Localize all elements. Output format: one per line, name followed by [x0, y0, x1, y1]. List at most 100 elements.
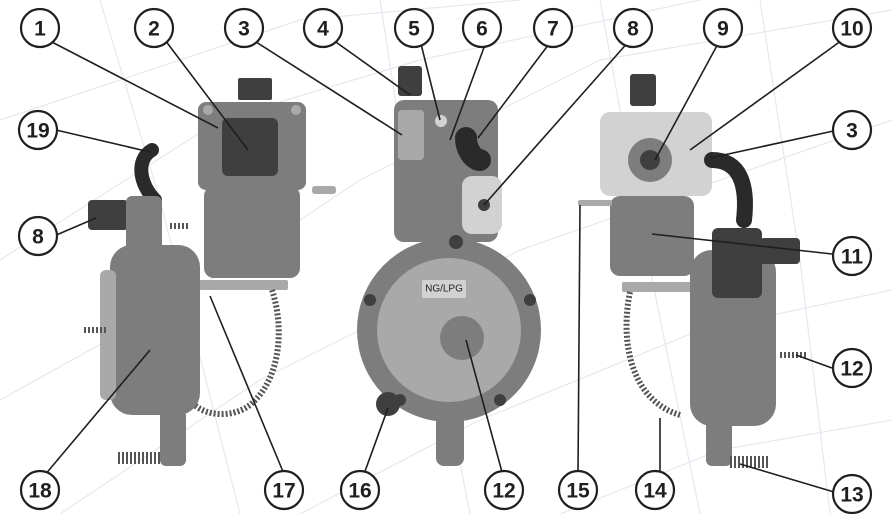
callout-16: 16 [339, 469, 381, 511]
left-top-fitting [238, 78, 272, 100]
callout-9-label: 9 [717, 18, 729, 41]
center-adjuster-cap [440, 316, 484, 360]
leader-17 [209, 295, 285, 475]
leader-2 [164, 39, 249, 151]
right-top-fitting [630, 74, 656, 106]
left-bracket [196, 280, 288, 290]
callout-17: 17 [263, 469, 305, 511]
callout-11-label: 11 [841, 246, 864, 269]
leader-7 [477, 39, 553, 139]
left-carburetor-unit [84, 78, 336, 466]
left-connector [88, 200, 128, 230]
callout-8b: 8 [17, 215, 59, 257]
callout-9: 9 [702, 7, 744, 49]
center-knob-16 [376, 392, 400, 416]
callout-6: 6 [461, 7, 503, 49]
center-regulator-unit: NG/LPG [357, 66, 541, 466]
callout-3a: 3 [223, 7, 265, 49]
left-outlet-elbow [160, 410, 186, 466]
callout-4: 4 [302, 7, 344, 49]
leader-9 [654, 39, 721, 161]
right-needle-15 [578, 200, 612, 206]
callout-1-label: 1 [34, 18, 46, 41]
leader-4 [332, 39, 411, 96]
center-screw-5 [435, 115, 447, 127]
leader-8b [53, 217, 97, 237]
callout-5: 5 [393, 7, 435, 49]
leader-1 [47, 39, 219, 129]
left-regulator-cover [100, 270, 116, 400]
callout-17-label: 17 [272, 480, 295, 503]
leader-12a [465, 339, 503, 473]
callout-19-label: 19 [26, 120, 49, 143]
right-solenoid [712, 228, 762, 298]
right-throttle-shaft [640, 150, 660, 170]
callout-12b: 12 [831, 347, 873, 389]
leader-16 [363, 407, 389, 475]
callout-6-label: 6 [476, 18, 488, 41]
callout-4-label: 4 [317, 18, 329, 41]
callout-12b-label: 12 [840, 358, 863, 381]
callout-3a-label: 3 [238, 18, 250, 41]
callout-13: 13 [831, 473, 873, 514]
callout-3b: 3 [831, 109, 873, 151]
leader-10 [689, 37, 846, 151]
center-bolt-lower-right [494, 394, 506, 406]
leader-12b [795, 354, 833, 369]
left-solenoid [126, 196, 162, 252]
center-bolt-left [364, 294, 376, 306]
leader-13 [739, 463, 835, 493]
left-venturi [222, 118, 278, 176]
callout-2-label: 2 [148, 18, 160, 41]
leader-18 [43, 349, 151, 477]
callout-2: 2 [133, 7, 175, 49]
leader-3a [252, 39, 403, 136]
callout-14: 14 [634, 469, 676, 511]
right-bracket [622, 282, 694, 292]
left-nozzle [312, 186, 336, 194]
right-carburetor-unit [578, 74, 808, 468]
leader-3b [709, 129, 839, 159]
callout-1: 1 [19, 7, 61, 49]
leader-lines [43, 37, 846, 493]
left-bolt-a [203, 105, 213, 115]
left-bolt-b [291, 105, 301, 115]
callout-8a-label: 8 [627, 18, 639, 41]
callout-8b-label: 8 [32, 226, 44, 249]
left-spring-hose [187, 289, 282, 418]
right-spring-hose-14 [623, 291, 681, 418]
regulator-label: NG/LPG [425, 284, 463, 295]
left-regulator-body [110, 245, 200, 415]
center-outlet-pipe [436, 412, 464, 466]
right-float-bowl [610, 196, 694, 276]
callout-11: 11 [831, 235, 873, 277]
right-connector [760, 238, 800, 264]
callout-8a: 8 [612, 7, 654, 49]
leader-15 [577, 204, 581, 475]
center-hose-7 [455, 127, 491, 171]
center-bolt-right [524, 294, 536, 306]
center-throttle-plate [398, 110, 424, 160]
callout-14-label: 14 [643, 480, 667, 503]
callout-15: 15 [557, 469, 599, 511]
callout-12a: 12 [483, 469, 525, 511]
leader-11 [651, 233, 833, 255]
callout-10: 10 [831, 7, 873, 49]
callout-16-label: 16 [348, 480, 371, 503]
callout-18: 18 [19, 469, 61, 511]
callout-3b-label: 3 [846, 120, 858, 143]
leader-5 [419, 39, 441, 121]
left-float-bowl [204, 186, 300, 278]
leader-6 [449, 41, 487, 141]
center-top-fitting [398, 66, 422, 96]
hose-19 [134, 143, 162, 207]
callout-10-label: 10 [840, 18, 863, 41]
callout-19: 19 [17, 109, 59, 151]
center-bolt-top [449, 235, 463, 249]
callout-18-label: 18 [28, 480, 52, 503]
right-hose [704, 152, 753, 228]
leader-19 [55, 129, 151, 153]
callout-7-label: 7 [547, 18, 559, 41]
